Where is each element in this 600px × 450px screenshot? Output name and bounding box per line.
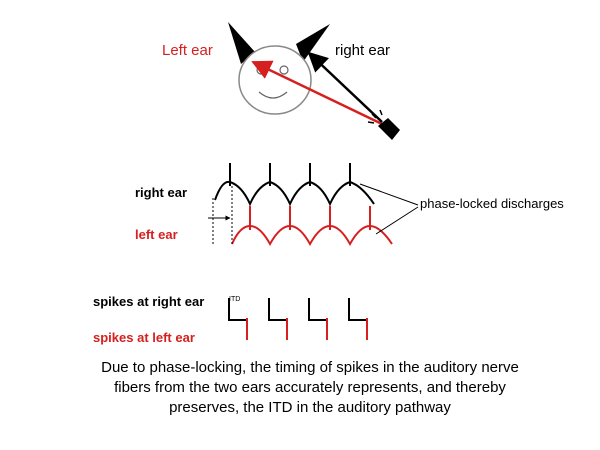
spikes-left-label: spikes at left ear [93,330,195,345]
phase-locked-annotation: phase-locked discharges [420,196,564,211]
annotation-pointer-left [375,206,419,235]
left-ear-waveform [231,224,393,247]
spike-train-right [228,298,367,321]
spikes-right-label: spikes at right ear [93,294,205,309]
wave-left-ear-label: left ear [135,227,178,242]
annotation-pointer-right [359,183,419,206]
wave-itd-bracket [208,186,233,244]
right-ear-label: right ear [335,42,391,59]
speaker-icon [367,109,400,140]
right-ear-waveform [214,180,375,207]
arrow-to-right-ear [307,51,383,123]
arrow-to-left-ear [251,60,383,126]
caption-text: Due to phase-locking, the timing of spik… [101,359,519,416]
smile [258,91,288,99]
itd-label: ITD [229,296,241,303]
left-ear-label: Left ear [162,42,213,59]
left-ear-horn [228,22,255,64]
head-outline [238,45,312,115]
wave-right-ear-label: right ear [135,185,188,200]
head-illustration [228,22,330,115]
spike-train-left [246,318,368,340]
eye-right [279,65,289,75]
